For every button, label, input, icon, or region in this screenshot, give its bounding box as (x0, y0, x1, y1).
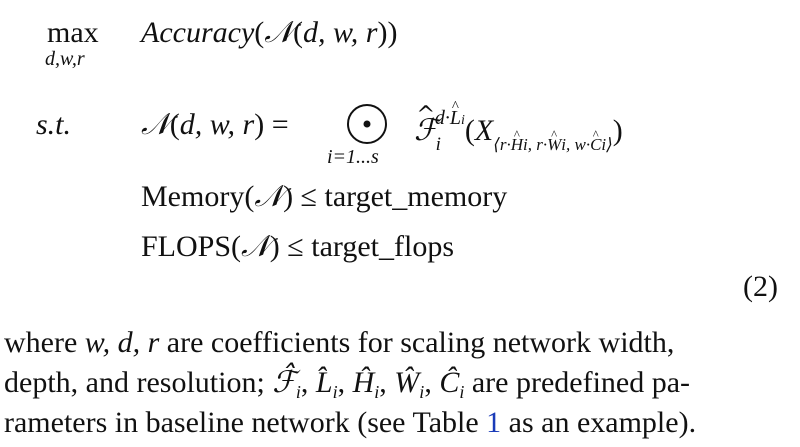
paragraph-line-3: rameters in baseline network (see Table … (4, 406, 697, 439)
paragraph-line-1: where w, d, r are coefficients for scali… (4, 326, 675, 359)
product-index: i=1...s (327, 146, 379, 168)
st-label: s.t. (36, 108, 72, 141)
objective-function: Accuracy(𝒩(d, w, r)) (141, 15, 398, 50)
max-operator: max (47, 16, 99, 49)
odot-product-icon (347, 104, 387, 144)
constraint-lhs: 𝒩(d, w, r) = (141, 107, 289, 142)
equation-number: (2) (743, 270, 778, 303)
memory-constraint: Memory(𝒩) ≤ target_memory (141, 179, 508, 214)
constraint-rhs: ℱid·Li(X⟨r·Hi, r·Wi, w·Ci⟩) (414, 108, 623, 154)
flops-constraint: FLOPS(𝒩) ≤ target_flops (141, 229, 455, 264)
table-reference-link[interactable]: 1 (486, 406, 502, 439)
paragraph-line-2: depth, and resolution; ℱ̂i, L̂i, Ĥi, Ŵi,… (4, 365, 691, 402)
max-vars: d,w,r (45, 48, 85, 70)
